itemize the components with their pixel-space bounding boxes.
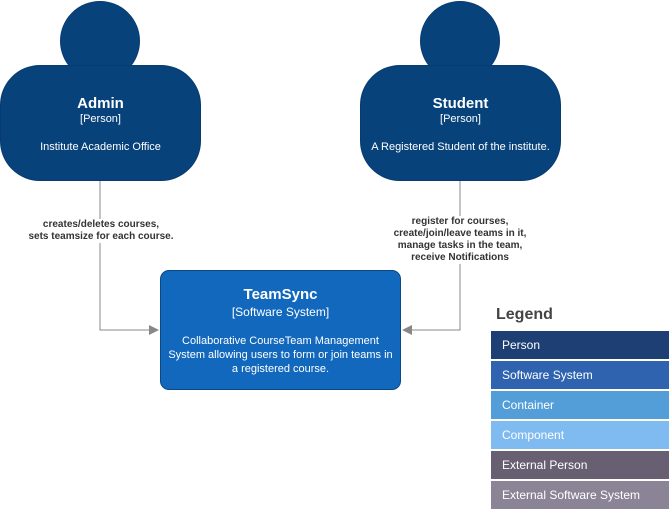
legend-item-person: Person [490, 330, 670, 360]
legend-title: Legend [496, 306, 553, 323]
legend-item-component: Component [490, 420, 670, 450]
student-title: Student [432, 95, 489, 112]
student-relationship-label: register for courses, create/join/leave … [390, 216, 530, 264]
student-description: A Registered Student of the institute. [371, 141, 550, 153]
system-type: [Software System] [231, 305, 330, 319]
legend-item-external-person: External Person [490, 450, 670, 480]
legend-item-container: Container [490, 390, 670, 420]
admin-type: [Person] [80, 113, 121, 125]
admin-person[interactable]: Admin [Person] Institute Academic Office [0, 65, 201, 181]
admin-relationship-label: creates/deletes courses, sets teamsize f… [26, 219, 176, 243]
system-title: TeamSync [243, 286, 318, 303]
teamsync-system[interactable]: TeamSync [Software System] Collaborative… [160, 270, 401, 390]
admin-description: Institute Academic Office [40, 141, 161, 153]
student-person[interactable]: Student [Person] A Registered Student of… [360, 65, 561, 181]
student-type: [Person] [440, 113, 481, 125]
legend-item-software-system: Software System [490, 360, 670, 390]
system-description: Collaborative CourseTeam Management Syst… [168, 335, 393, 375]
admin-title: Admin [77, 95, 124, 112]
legend-item-external-software-system: External Software System [490, 480, 670, 510]
admin-to-teamsync-arrow [99, 181, 159, 335]
